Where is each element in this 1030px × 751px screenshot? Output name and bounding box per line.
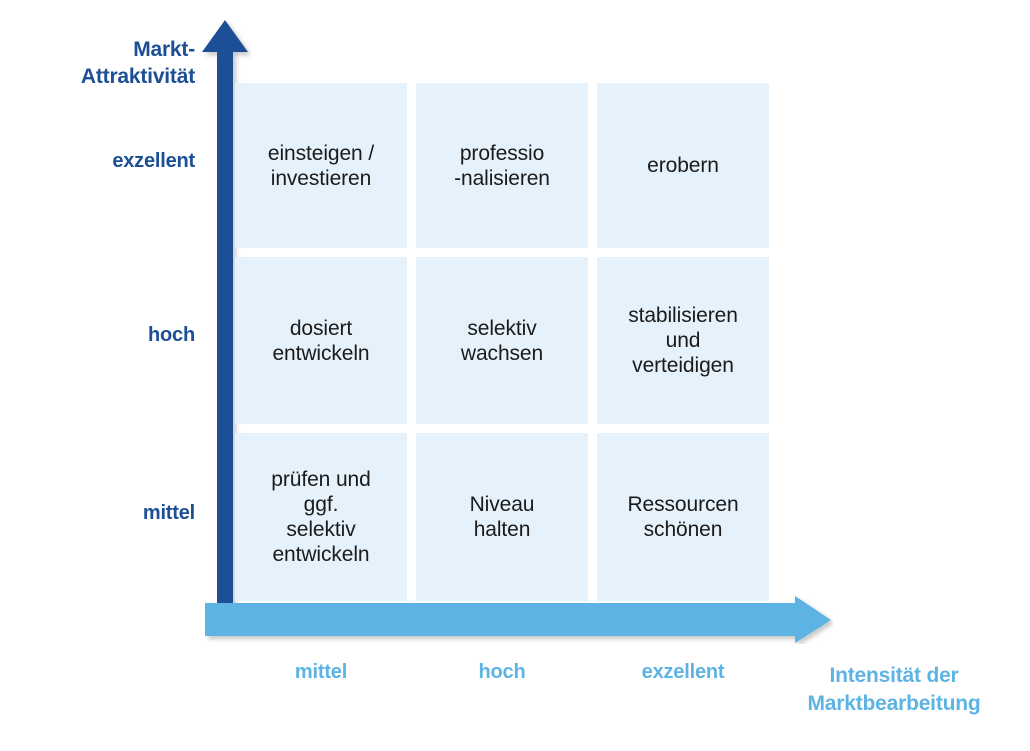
matrix-cell-label: prüfen und ggf. selektiv entwickeln	[271, 468, 371, 566]
matrix-cell-label: dosiert entwickeln	[272, 316, 370, 365]
x-axis-arrow-icon	[205, 596, 831, 643]
y-axis-arrow-icon	[202, 20, 248, 634]
y-tick-label-exzellent: exzellent	[112, 150, 195, 172]
matrix-cell-label: einsteigen / investieren	[267, 141, 375, 190]
strategy-matrix-grid: einsteigen / investieren professio -nali…	[235, 83, 769, 602]
x-tick-label-exzellent: exzellent	[641, 661, 725, 683]
matrix-cell-r2c3[interactable]: stabilisieren und verteidigen	[597, 257, 769, 424]
x-axis-title: Intensität der Marktbearbeitung	[807, 664, 981, 715]
matrix-cell-r3c2[interactable]: Niveau halten	[416, 433, 588, 601]
matrix-cell-r1c2[interactable]: professio -nalisieren	[416, 83, 588, 248]
x-tick-label-hoch: hoch	[478, 661, 526, 683]
matrix-cell-r2c2[interactable]: selektiv wachsen	[416, 257, 588, 424]
y-tick-label-hoch: hoch	[148, 324, 195, 346]
matrix-cell-r2c1[interactable]: dosiert entwickeln	[235, 257, 407, 424]
matrix-cell-label: professio -nalisieren	[454, 141, 550, 190]
x-tick-label-mittel: mittel	[294, 661, 348, 683]
matrix-cell-label: selektiv wachsen	[460, 316, 544, 365]
matrix-cell-r1c1[interactable]: einsteigen / investieren	[235, 83, 407, 248]
y-tick-label-mittel: mittel	[142, 502, 195, 524]
matrix-cell-label: Ressourcen schönen	[627, 493, 739, 541]
matrix-cell-label: stabilisieren und verteidigen	[628, 304, 738, 377]
matrix-cell-label: erobern	[647, 154, 719, 177]
matrix-cell-r3c1[interactable]: prüfen und ggf. selektiv entwickeln	[235, 433, 407, 601]
y-axis-title: Markt- Attraktivität	[80, 38, 195, 88]
matrix-cell-label: Niveau halten	[469, 493, 535, 541]
matrix-cell-r3c3[interactable]: Ressourcen schönen	[597, 433, 769, 601]
matrix-cell-r1c3[interactable]: erobern	[597, 83, 769, 248]
